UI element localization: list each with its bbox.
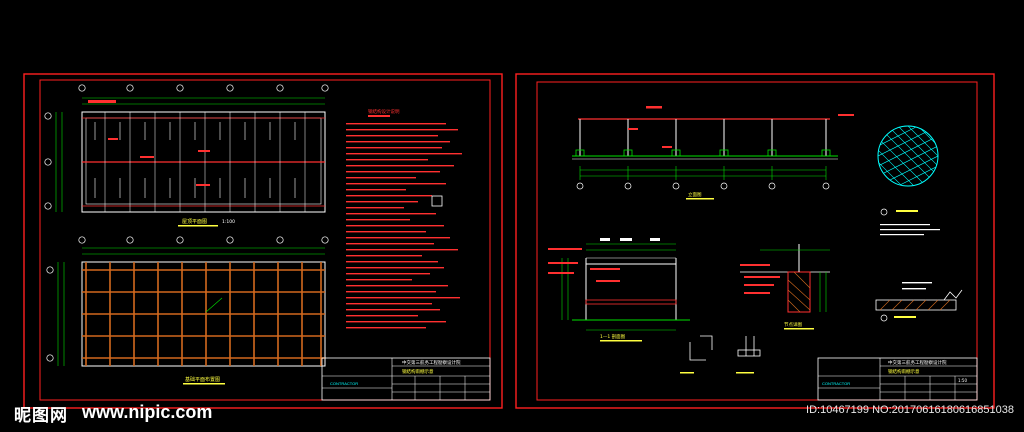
left-title-block [321,357,491,401]
framing-dimensions [57,247,325,366]
roof-plan-dimensions [55,97,325,212]
nipic-site-link[interactable]: www.nipic.com [82,402,213,422]
nipic-logo: 昵图网 [14,406,68,426]
right-title-block [817,357,978,401]
notes-small-box [431,195,443,207]
joint-sketches [689,335,761,361]
left-sheet-outer-frame [23,73,503,409]
elevation-view [572,106,854,190]
framing-axis-bubbles [46,236,329,362]
left-framing-plan [46,236,329,367]
right-sheet-outer-frame [515,73,995,409]
roof-plan-inner [85,117,322,205]
notes-title: 钢结构设计说明 [368,108,400,115]
framing-beams-horizontal [82,269,325,359]
elevation-axis-bubbles [576,182,830,190]
image-id-text: ID:10467199 NO:20170616180616851038 [806,404,1014,416]
foundation-detail: 节点详图 [740,244,830,330]
roof-plan-grid [104,112,306,212]
roof-plan-red-notes [88,100,210,186]
right-drawing-title: 钢结构雨棚示意 [888,368,920,375]
left-notes-block [346,115,462,329]
roof-plan-title-underline [178,225,218,227]
roof-plan-purlin-marks [94,122,296,198]
framing-beams-vertical [85,262,322,366]
right-institute-name: 中交第三航务工程勘察设计院 [888,359,947,366]
roof-plan-title: 屋顶平面图 [182,219,207,225]
right-scale: 1:50 [958,378,967,383]
elevation-title-underline [686,198,714,200]
detail-title: 节点详图 [784,321,802,328]
roof-plan-axis-bubbles [44,84,329,210]
elevation-columns [579,119,827,156]
right-sheet: 立面图 [515,73,995,409]
frame-plan-title-underline [183,383,225,385]
elevation-dimensions [579,166,827,180]
left-drawing-title: 钢结构雨棚示意 [402,368,434,375]
elevation-title: 立面图 [688,191,702,198]
roof-plan-scale: 1:100 [222,219,235,225]
left-company-en: CONTRACTOR [330,381,358,386]
section-view [548,238,690,331]
left-sheet-inner-frame [39,79,491,401]
elevation-red-tags [628,106,854,148]
left-sheet: 屋顶平面图 1:100 [23,73,503,409]
elevation-column-bases [575,149,831,157]
right-sheet-inner-frame [536,81,978,401]
hatched-circle-detail [877,125,940,236]
frame-plan-title: 基础平面布置图 [185,376,220,383]
left-institute-name: 中交第三航务工程勘察设计院 [402,359,461,366]
section-title-underline [600,340,642,342]
left-roof-plan [44,84,329,213]
pavement-detail [875,282,963,322]
right-company-en: CONTRACTOR [822,381,850,386]
section-title: 1—1 剖面图 [600,333,626,340]
framing-leader [205,297,223,313]
